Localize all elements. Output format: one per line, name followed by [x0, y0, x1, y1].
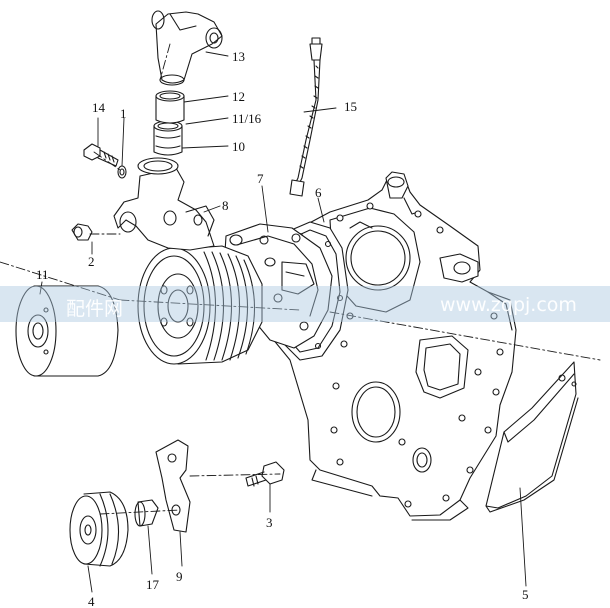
part-label-6: 6	[315, 185, 322, 200]
part-label-9: 9	[176, 569, 183, 584]
watermark-band	[0, 286, 610, 322]
part-label-7: 7	[257, 171, 264, 186]
part-label-2: 2	[88, 254, 95, 269]
sensor-pipe	[289, 37, 323, 197]
part-label-17: 17	[146, 577, 159, 592]
watermark-text-left: 配件网	[66, 298, 124, 320]
outlet-housing	[113, 157, 215, 251]
part-label-12: 12	[232, 89, 245, 104]
part-label-15: 15	[344, 99, 357, 114]
washer-1	[117, 165, 127, 179]
elbow-pipe	[151, 10, 223, 86]
bolt-2	[71, 223, 93, 241]
hose	[155, 90, 185, 124]
hose-pipe	[153, 120, 183, 156]
part-label-3: 3	[266, 515, 273, 530]
bushing-17	[134, 499, 159, 527]
part-label-11: 11	[36, 267, 49, 282]
part-label-14: 14	[92, 100, 105, 115]
part-label-4: 4	[88, 594, 95, 608]
bracket-plate	[485, 361, 579, 513]
idler-roller	[15, 285, 119, 377]
part-label-13: 13	[232, 49, 245, 64]
center-lines	[0, 43, 601, 515]
watermark-text-right: www.zqpj.com	[440, 294, 577, 316]
part-label-11-16: 11/16	[232, 111, 262, 126]
pulley-4	[69, 491, 129, 567]
pump-pulley	[137, 245, 263, 365]
bracket-9	[155, 439, 191, 533]
part-label-5: 5	[522, 587, 529, 602]
part-label-10: 10	[232, 139, 245, 154]
part-label-8: 8	[222, 198, 229, 213]
bolt-14	[83, 143, 119, 167]
leader-lines	[39, 51, 527, 593]
part-label-1: 1	[120, 106, 127, 121]
